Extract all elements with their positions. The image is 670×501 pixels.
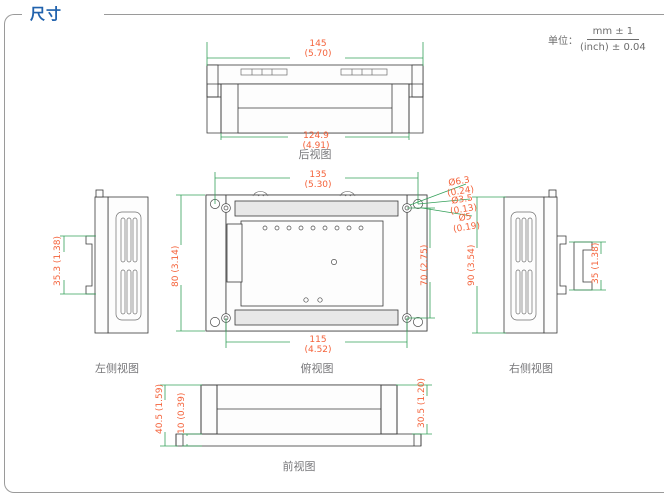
dim-value: 40.5: [155, 413, 165, 434]
dim-inch: (3.14): [171, 245, 181, 273]
dim-front-overall-depth: 40.5 (1.59): [155, 384, 166, 434]
top-view-callout-leaders: [409, 183, 473, 217]
dim-top-overall-height: 80 (3.14): [171, 244, 182, 288]
caption-rear-view: 后视图: [298, 148, 332, 161]
page-title: 尺寸: [30, 5, 63, 23]
title-notch: [22, 6, 104, 24]
dim-inch: (1.38): [53, 236, 63, 264]
top-dim-115: [225, 318, 408, 348]
dim-value: 35.3: [53, 265, 63, 286]
dim-inch: (0.39): [177, 392, 187, 420]
caption-front-view: 前视图: [282, 460, 316, 473]
left-dim-353: [60, 235, 96, 295]
dim-inch: (4.52): [304, 344, 332, 355]
dim-value: 135: [309, 170, 327, 180]
dim-left-bracket-depth: 35.3 (1.38): [53, 236, 64, 286]
right-dim-35: [569, 241, 606, 291]
front-dim-10: [182, 433, 202, 447]
top-view-geometry: [205, 191, 428, 332]
dim-value: 30.5: [417, 407, 427, 428]
front-dim-305: [396, 384, 432, 435]
dim-front-body-depth: 30.5 (1.20): [417, 378, 428, 428]
dim-front-base-depth: 10 (0.39): [177, 393, 188, 434]
dim-right-clip-height: 35 (1.38): [591, 243, 602, 284]
dim-value: 35: [591, 272, 601, 284]
dim-inch: (1.59): [155, 384, 165, 412]
dim-inch: (1.20): [417, 378, 427, 406]
content-frame: [4, 14, 664, 493]
dim-value: 115: [309, 335, 327, 345]
dim-value: 70: [420, 274, 430, 286]
dim-inch: (1.38): [591, 242, 601, 270]
left-side-view-geometry: [85, 189, 149, 334]
unit-note-fraction: mm ± 1 (inch) ± 0.04: [580, 25, 646, 54]
right-dim-90: [472, 196, 506, 334]
unit-note: 单位： mm ± 1 (inch) ± 0.04: [548, 25, 646, 54]
dim-top-hole-span-height: 70 (2.75): [420, 244, 431, 286]
right-side-view-geometry: [503, 189, 593, 334]
unit-note-denominator: (inch) ± 0.04: [580, 42, 646, 53]
caption-left-side-view: 左侧视图: [95, 362, 139, 375]
caption-top-view: 俯视图: [300, 362, 334, 375]
dim-right-overall-height: 90 (3.54): [467, 244, 478, 286]
dim-inch: (3.54): [467, 244, 477, 272]
rear-view-geometry: [206, 64, 424, 134]
dim-top-hole-span-width: 115 (4.52): [290, 335, 346, 355]
dim-value: 124.9: [303, 131, 329, 141]
rear-dim-145: [206, 42, 424, 66]
dim-top-overall-width: 135 (5.30): [290, 170, 346, 190]
rear-dim-1249: [220, 133, 410, 140]
dim-value: 80: [171, 275, 181, 287]
dim-value: 90: [467, 274, 477, 286]
dim-inch: (5.30): [304, 179, 332, 190]
dim-inch: (5.70): [304, 48, 332, 59]
dim-inch: (2.75): [420, 244, 430, 272]
front-dim-405: [160, 384, 202, 447]
dim-rear-body-width: 124.9 (4.91): [286, 131, 346, 151]
top-dim-70: [407, 207, 435, 319]
top-dim-135: [214, 172, 419, 204]
top-dim-80: [176, 194, 205, 332]
dim-rear-overall-width: 145 (5.70): [288, 39, 348, 59]
dim-inch: (4.91): [302, 140, 330, 151]
front-view-geometry: [175, 384, 422, 447]
dim-value: 10: [177, 422, 187, 434]
dim-value: 145: [309, 39, 327, 49]
caption-right-side-view: 右侧视图: [509, 362, 553, 375]
unit-note-label: 单位：: [548, 36, 578, 47]
unit-note-numerator: mm ± 1: [586, 25, 640, 40]
